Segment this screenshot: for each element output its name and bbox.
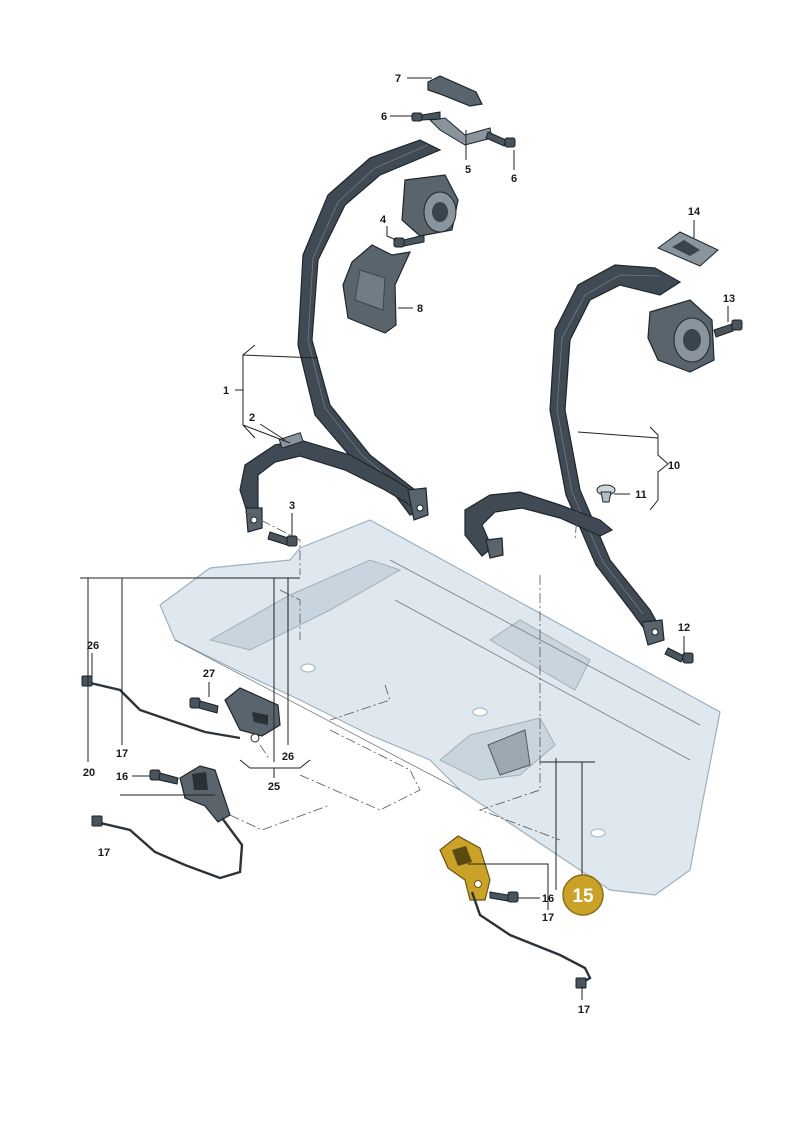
callout-1: 1 xyxy=(223,385,229,397)
left-seat-belt[interactable] xyxy=(239,139,442,533)
callout-4: 4 xyxy=(380,214,387,226)
belt-guide-14[interactable] xyxy=(656,231,719,267)
bolt-12[interactable] xyxy=(664,647,694,664)
callout-5: 5 xyxy=(465,164,471,176)
callout-2: 2 xyxy=(249,412,255,424)
buckle-16-left[interactable] xyxy=(179,765,231,823)
callout-26-top: 26 xyxy=(87,640,99,652)
bracket-7[interactable] xyxy=(427,75,483,107)
callout-11: 11 xyxy=(635,489,647,501)
bolt-16-left[interactable] xyxy=(149,769,179,785)
callout-20: 20 xyxy=(83,767,95,779)
callout-25: 25 xyxy=(268,781,280,793)
bracket-5[interactable] xyxy=(428,117,493,146)
callout-labels: 7 6 5 6 4 8 14 13 1 2 10 11 3 12 26 27 1… xyxy=(83,73,735,1016)
bolt-16-right[interactable] xyxy=(489,891,519,903)
callout-16-left: 16 xyxy=(116,771,128,783)
callout-17-left-lower: 17 xyxy=(98,847,110,859)
bolt-13[interactable] xyxy=(713,319,743,338)
highlight-badge-15[interactable]: 15 xyxy=(562,874,604,916)
callout-6-left: 6 xyxy=(381,111,387,123)
leader-lines xyxy=(80,77,729,1000)
callout-17-left-upper: 17 xyxy=(116,748,128,760)
callout-13: 13 xyxy=(723,293,735,305)
bolt-6-left[interactable] xyxy=(411,111,441,122)
reference-lines xyxy=(229,504,579,841)
callout-27: 27 xyxy=(203,668,215,680)
clip-11[interactable] xyxy=(596,484,616,503)
callout-26-bottom: 26 xyxy=(282,751,294,763)
callout-12: 12 xyxy=(678,622,690,634)
buckle-15-highlighted[interactable] xyxy=(439,835,491,901)
callout-17-right-upper: 17 xyxy=(542,912,554,924)
callout-17-right-lower: 17 xyxy=(578,1004,590,1016)
bolt-3[interactable] xyxy=(267,531,298,547)
buckle-27[interactable] xyxy=(224,687,281,743)
right-seat-belt[interactable] xyxy=(464,264,682,646)
cable-17-left[interactable] xyxy=(91,815,244,880)
callout-6-right: 6 xyxy=(511,173,517,185)
cable-17-right[interactable] xyxy=(470,891,592,989)
highlight-badge-label: 15 xyxy=(572,886,594,907)
bolt-27[interactable] xyxy=(189,697,219,714)
callout-14: 14 xyxy=(688,206,701,218)
bolt-4[interactable] xyxy=(393,234,425,248)
cable-26[interactable] xyxy=(81,675,241,740)
left-belt-retractor[interactable] xyxy=(401,174,459,237)
bolt-6-right[interactable] xyxy=(485,131,516,148)
callout-3: 3 xyxy=(289,500,295,512)
callout-7: 7 xyxy=(395,73,401,85)
callout-10: 10 xyxy=(668,460,680,472)
right-belt-retractor[interactable] xyxy=(647,299,715,373)
callout-16-right: 16 xyxy=(542,893,554,905)
left-retractor-cover[interactable] xyxy=(342,244,412,334)
callout-8: 8 xyxy=(417,303,423,315)
highlight-badge-circle xyxy=(562,874,604,916)
